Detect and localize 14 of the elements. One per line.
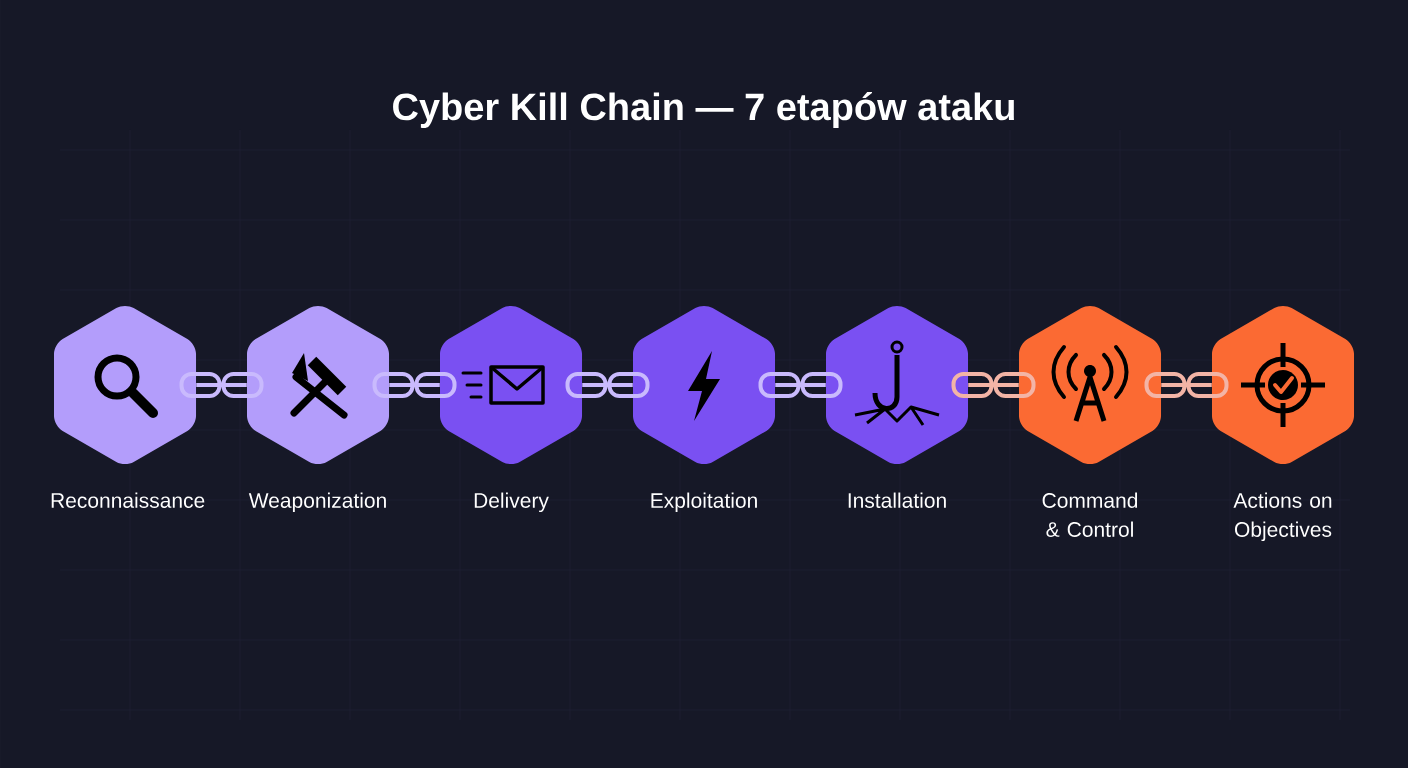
chain-link (951, 372, 1036, 398)
chain-link (758, 372, 843, 398)
chain-link (179, 372, 264, 398)
chain-link (565, 372, 650, 398)
chain-link (1144, 372, 1229, 398)
stage-label: Installation (848, 492, 946, 508)
stage-label: Actions on Objectives (1233, 492, 1332, 542)
stage-label: Weaponization (248, 492, 386, 513)
stage-label: Reconnaissance (51, 492, 205, 508)
chain-link (372, 372, 457, 398)
stage-label: Exploitation (651, 492, 757, 513)
stage-label: Delivery (474, 492, 549, 513)
stage-label: Command & Control (1042, 492, 1138, 537)
title: Cyber Kill Chain — 7 etapów ataku (393, 92, 1014, 128)
